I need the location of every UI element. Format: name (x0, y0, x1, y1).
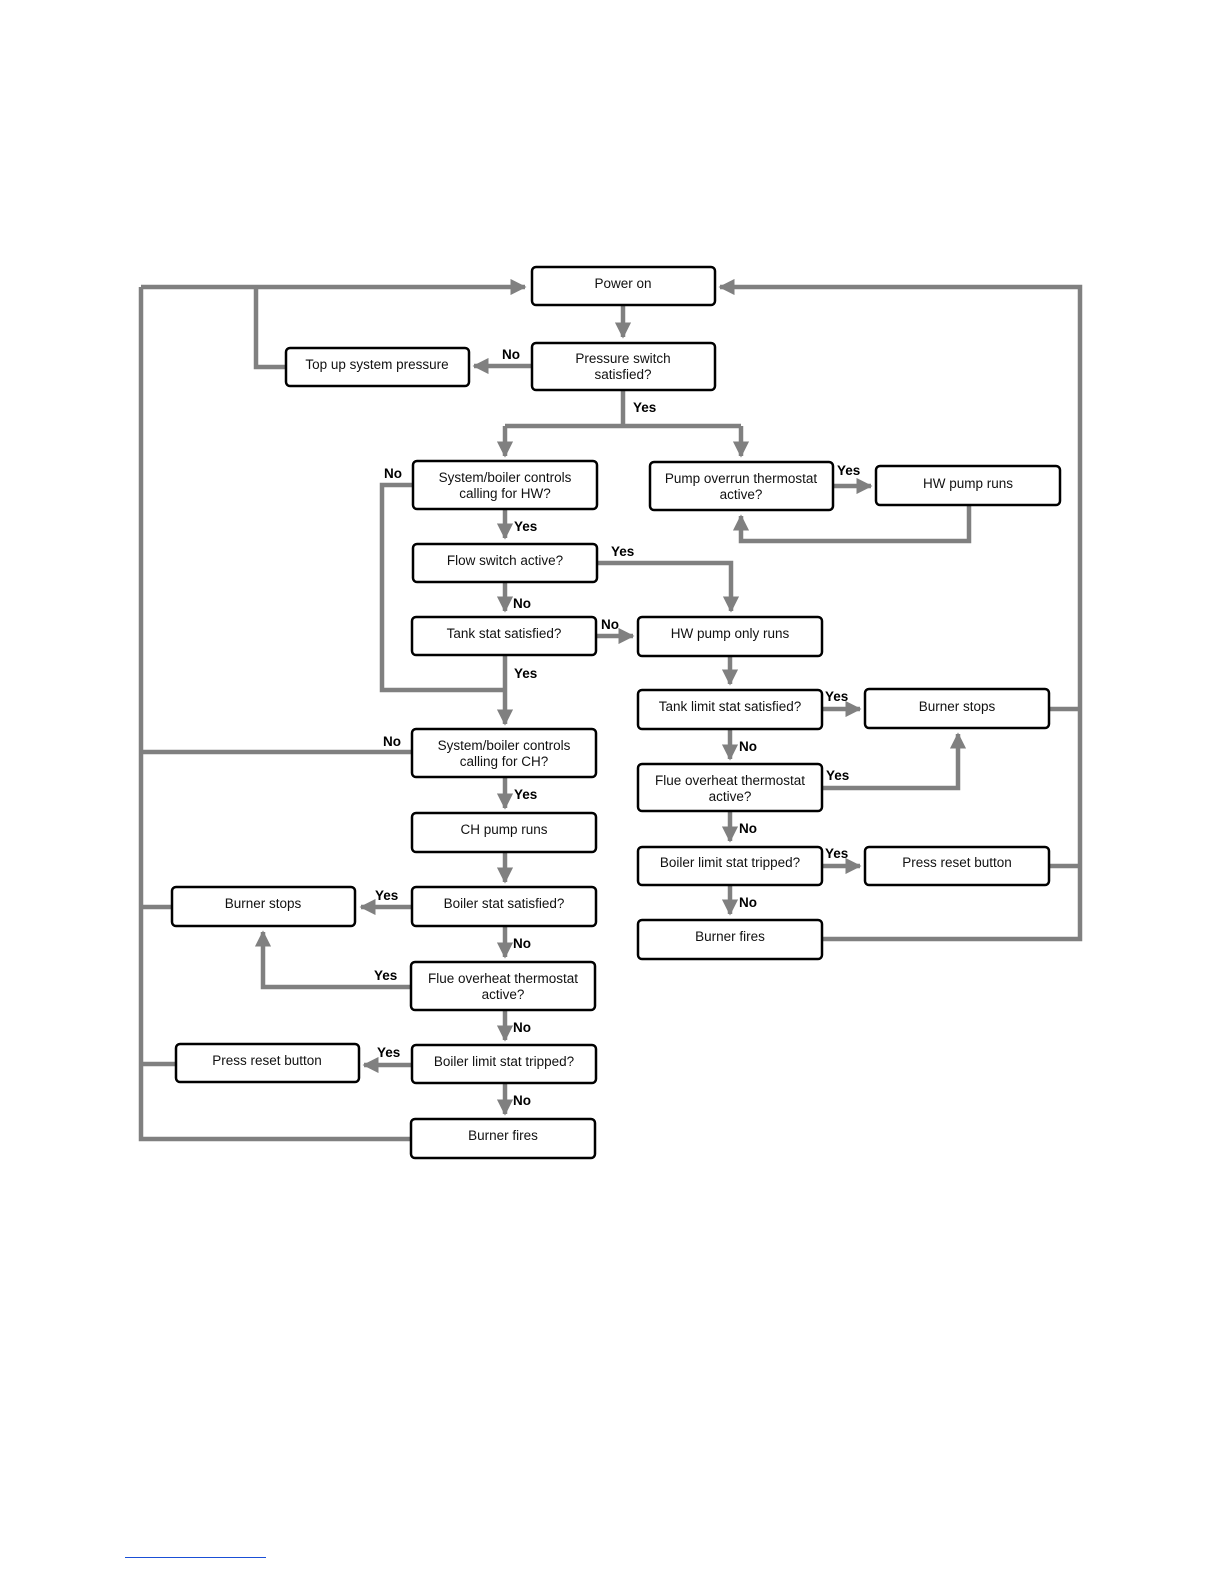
node-text: Power on (594, 276, 651, 291)
label-flue-r-yes: Yes (826, 768, 849, 783)
edge-right-loop-to-power (718, 278, 1083, 942)
node-tank-limit-stat: Tank limit stat satisfied? (636, 688, 824, 731)
node-text: HW pump only runs (671, 626, 790, 641)
node-ch-calling: System/boiler controls calling for CH? (410, 727, 598, 779)
node-pump-overrun: Pump overrun thermostat active? (648, 460, 835, 512)
node-text: System/boiler controls (438, 738, 571, 753)
label-tank-yes: Yes (514, 666, 537, 681)
node-text: Flue overheat thermostat (655, 773, 805, 788)
label-overrun-yes: Yes (837, 463, 860, 478)
edge-left-loop-vertical (138, 287, 412, 1142)
node-press-reset-left: Press reset button (174, 1042, 361, 1084)
label-limit-l-no: No (513, 1093, 531, 1108)
node-power-on: Power on (530, 265, 717, 307)
label-chcalling-yes: Yes (514, 787, 537, 802)
node-burner-stops-left: Burner stops (170, 885, 357, 928)
label-pressure-no: No (502, 347, 520, 362)
connectors (138, 278, 1083, 1142)
node-text: active? (709, 789, 752, 804)
label-pressure-yes: Yes (633, 400, 656, 415)
label-limit-r-yes: Yes (825, 846, 848, 861)
node-text: active? (720, 487, 763, 502)
label-tanklimit-no: No (739, 739, 757, 754)
node-tank-stat: Tank stat satisfied? (410, 615, 598, 657)
node-text: Tank limit stat satisfied? (659, 699, 802, 714)
label-flue-l-no: No (513, 1020, 531, 1035)
label-flow-no: No (513, 596, 531, 611)
node-text: CH pump runs (460, 822, 547, 837)
node-text: Top up system pressure (305, 357, 448, 372)
node-text: Boiler limit stat tripped? (434, 1054, 574, 1069)
node-text: Burner fires (468, 1128, 538, 1143)
node-text: Pressure switch (575, 351, 670, 366)
node-text: Press reset button (212, 1053, 322, 1068)
node-top-up-pressure: Top up system pressure (284, 346, 471, 388)
node-text: Burner stops (919, 699, 996, 714)
edge-flue-l-yes-stops (254, 930, 411, 990)
node-text: Burner fires (695, 929, 765, 944)
node-text: calling for CH? (460, 754, 549, 769)
label-boilerstat-no: No (513, 936, 531, 951)
node-flue-overheat-left: Flue overheat thermostat active? (409, 960, 597, 1012)
node-text: Flue overheat thermostat (428, 971, 578, 986)
label-flow-yes: Yes (611, 544, 634, 559)
node-text: System/boiler controls (439, 470, 572, 485)
node-text: Boiler limit stat tripped? (660, 855, 800, 870)
node-text: calling for HW? (459, 486, 551, 501)
node-pressure-switch: Pressure switch satisfied? (530, 341, 717, 392)
label-flue-r-no: No (739, 821, 757, 836)
node-flow-switch: Flow switch active? (411, 542, 599, 584)
node-ch-pump-runs: CH pump runs (410, 811, 598, 854)
node-hw-calling: System/boiler controls calling for HW? (411, 459, 599, 511)
label-chcalling-no: No (383, 734, 401, 749)
label-limit-r-no: No (739, 895, 757, 910)
node-text: satisfied? (594, 367, 651, 382)
label-flue-l-yes: Yes (374, 968, 397, 983)
node-hw-pump-only-runs: HW pump only runs (636, 615, 824, 658)
edge-topup-to-power (253, 287, 286, 370)
node-text: Burner stops (225, 896, 302, 911)
edge-flow-yes-hwonly (596, 560, 740, 613)
node-burner-fires-right: Burner fires (636, 918, 824, 961)
node-boiler-limit-left: Boiler limit stat tripped? (410, 1043, 598, 1085)
edge-flue-r-yes-stops (822, 732, 967, 791)
node-boiler-limit-right: Boiler limit stat tripped? (636, 845, 824, 887)
edge-hwcalling-no (379, 482, 505, 693)
label-hwcalling-yes: Yes (514, 519, 537, 534)
footnote-rule (125, 1557, 266, 1558)
node-text: active? (482, 987, 525, 1002)
label-limit-l-yes: Yes (377, 1045, 400, 1060)
label-tanklimit-yes: Yes (825, 689, 848, 704)
node-flue-overheat-right: Flue overheat thermostat active? (636, 762, 824, 813)
node-text: Pump overrun thermostat (665, 471, 818, 486)
node-burner-fires-left: Burner fires (409, 1117, 597, 1160)
label-hwcalling-no: No (384, 466, 402, 481)
node-text: Press reset button (902, 855, 1012, 870)
node-hw-pump-runs: HW pump runs (874, 464, 1062, 507)
edge-hwpump-loop (732, 506, 972, 544)
node-text: Flow switch active? (447, 553, 563, 568)
node-text: Boiler stat satisfied? (444, 896, 565, 911)
node-text: HW pump runs (923, 476, 1013, 491)
node-burner-stops-right: Burner stops (863, 687, 1051, 730)
label-boilerstat-yes: Yes (375, 888, 398, 903)
node-press-reset-right: Press reset button (863, 845, 1051, 887)
node-text: Tank stat satisfied? (447, 626, 562, 641)
node-boiler-stat: Boiler stat satisfied? (410, 885, 598, 928)
edge-labels: No Yes No Yes Yes Yes No No Yes Yes No Y… (374, 347, 860, 1108)
label-tank-no: No (601, 617, 619, 632)
